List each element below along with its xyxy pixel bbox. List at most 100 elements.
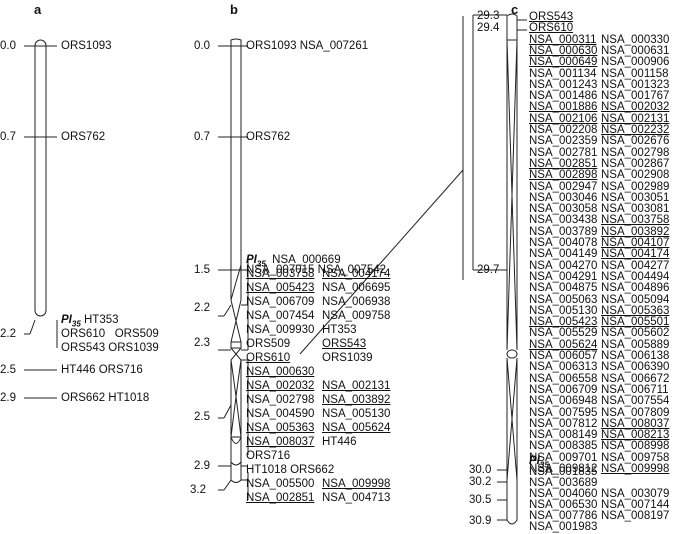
marker-name: NSA_001323 xyxy=(601,78,670,91)
marker-name: NSA_008385 xyxy=(529,440,598,453)
marker-name: NSA_008213 xyxy=(601,429,670,442)
marker-name: NSA_006390 xyxy=(601,361,670,374)
marker-name: NSA_005094 xyxy=(601,293,670,306)
marker-name: NSA_000649 xyxy=(529,56,598,69)
b-pos-4: 2.3 xyxy=(194,337,210,349)
a-pos-2: 2.2 xyxy=(0,328,16,340)
b-pi-label: PI35 xyxy=(246,254,266,269)
b-pos-3: 2.2 xyxy=(194,302,210,314)
marker-name: HT353 xyxy=(322,324,357,336)
c-pos-6: 30.9 xyxy=(469,515,492,527)
marker-name: NSA_000630 xyxy=(246,366,315,378)
marker-name: NSA_006057 xyxy=(529,350,598,362)
marker-name: NSA_002908 xyxy=(601,169,670,182)
marker-name: NSA_001158 xyxy=(601,67,669,80)
a-marker-4: ORS543 ORS1039 xyxy=(61,342,159,354)
marker-name: NSA_006709 xyxy=(246,296,315,308)
marker-name: NSA_006948 xyxy=(529,395,598,408)
marker-name: NSA_005624 xyxy=(322,422,391,434)
marker-name: NSA_007144 xyxy=(601,499,670,511)
marker-name: NSA_002851 xyxy=(246,492,315,504)
marker-name: NSA_000631 xyxy=(601,44,670,57)
marker-name: NSA_002898 xyxy=(529,169,598,182)
c-marker-row: NSA_001983 xyxy=(529,521,597,534)
marker-name: NSA_003758 xyxy=(246,268,315,280)
panel-b-ticks xyxy=(218,16,464,500)
marker-name: NSA_002798 xyxy=(601,146,670,159)
marker-name: NSA_005529 xyxy=(529,327,598,340)
b-marker-row: ORS1093 NSA_007261 xyxy=(246,40,368,53)
marker-name: NSA_005130 xyxy=(322,408,391,420)
marker-name: NSA_005363 xyxy=(246,422,315,434)
marker-name: NSA_003438 xyxy=(529,214,598,227)
b-marker-row: NSA_000630 xyxy=(246,366,314,379)
marker-name: NSA_009930 xyxy=(246,324,315,336)
marker-name: NSA_003051 xyxy=(601,191,670,204)
marker-name: NSA_004149 xyxy=(529,248,598,261)
marker-name: NSA_004174 xyxy=(601,248,670,261)
marker-name: NSA_002032 xyxy=(246,380,315,392)
marker-name: NSA_009701 xyxy=(529,451,598,464)
marker-name: NSA_009998 xyxy=(322,478,391,490)
marker-name: NSA_003046 xyxy=(529,191,598,204)
marker-name: NSA_007554 xyxy=(601,395,670,408)
marker-name: NSA_006138 xyxy=(601,350,670,362)
marker-name: NSA_002106 xyxy=(529,112,598,125)
marker-name: NSA_008149 xyxy=(529,429,598,442)
marker-name: NSA_003081 xyxy=(601,203,670,216)
panel-label-b: b xyxy=(230,2,238,17)
marker-name: NSA_003079 xyxy=(601,488,670,500)
marker-name: NSA_005889 xyxy=(601,338,670,351)
a-marker-pi: PI35 HT353 xyxy=(61,314,119,329)
panel-a-ticks xyxy=(24,45,58,399)
panel-c-ticks xyxy=(472,14,527,521)
marker-name: NSA_008197 xyxy=(601,510,670,522)
c-pos-5: 30.5 xyxy=(469,494,492,506)
c-marker-row: ORS610 xyxy=(529,22,573,35)
marker-name: ORS509 xyxy=(246,338,291,350)
marker-name: NSA_009812 xyxy=(529,463,598,475)
panel-label-c: c xyxy=(511,2,519,17)
c-marker-row: NSA_003689 xyxy=(529,477,597,490)
b-marker-row: ORS716 xyxy=(246,450,290,463)
marker-name: NSA_006695 xyxy=(322,282,391,294)
marker-name: NSA_009758 xyxy=(601,451,670,464)
marker-name: NSA_000906 xyxy=(601,56,670,69)
c-pos-3: 30.0 xyxy=(469,464,492,476)
marker-name: NSA_006558 xyxy=(529,372,598,385)
marker-name: NSA_001243 xyxy=(529,78,598,91)
c-pos-1: 29.4 xyxy=(477,22,500,34)
a-marker-1: ORS762 xyxy=(61,131,106,143)
marker-name: HT1018 ORS662 xyxy=(246,464,335,476)
marker-name: NSA_000311 xyxy=(529,33,597,46)
marker-name: NSA_001134 xyxy=(529,67,597,80)
marker-name: NSA_004060 xyxy=(529,488,598,500)
